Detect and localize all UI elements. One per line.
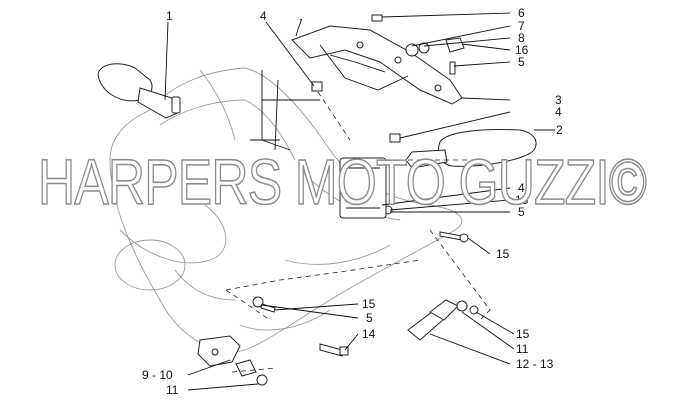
right-bolts — [439, 231, 469, 243]
leader-lines — [164, 12, 555, 391]
callout-8: 8 — [518, 31, 525, 45]
callout-15-center: 15 — [362, 297, 376, 311]
callout-6: 6 — [518, 6, 525, 20]
callout-12-13: 12 - 13 — [516, 357, 554, 371]
callout-5-lower: 5 — [518, 205, 525, 219]
callout-4-top: 4 — [260, 9, 267, 23]
center-block — [339, 157, 387, 219]
callout-5-top: 5 — [518, 55, 525, 69]
bottom-screws — [252, 296, 349, 357]
callout-3: 3 — [555, 93, 562, 107]
callout-4-mid: 4 — [555, 105, 562, 119]
callout-15-right: 15 — [496, 247, 510, 261]
callout-14: 14 — [362, 327, 376, 341]
callout-1: 1 — [166, 9, 173, 23]
callout-15-upper: 15 — [515, 193, 529, 207]
callout-7: 7 — [518, 19, 525, 33]
callout-5-center: 5 — [366, 311, 373, 325]
callout-2: 2 — [556, 123, 563, 137]
support-bracket — [250, 18, 463, 151]
callout-labels: 1 4 6 7 8 16 5 3 4 2 4 15 5 15 15 5 14 1… — [142, 6, 563, 397]
callout-9-10: 9 - 10 — [142, 368, 173, 382]
callout-16: 16 — [515, 43, 529, 57]
lower-bracket-left — [197, 335, 268, 386]
lower-bracket-right — [407, 299, 479, 341]
left-turn-signal — [97, 63, 181, 119]
callout-4-lower: 4 — [518, 181, 525, 195]
callout-11-right: 11 — [516, 342, 529, 356]
callout-11-left: 11 — [166, 383, 179, 397]
callout-15-bottom-right: 15 — [516, 327, 530, 341]
right-turn-signal — [405, 129, 537, 169]
